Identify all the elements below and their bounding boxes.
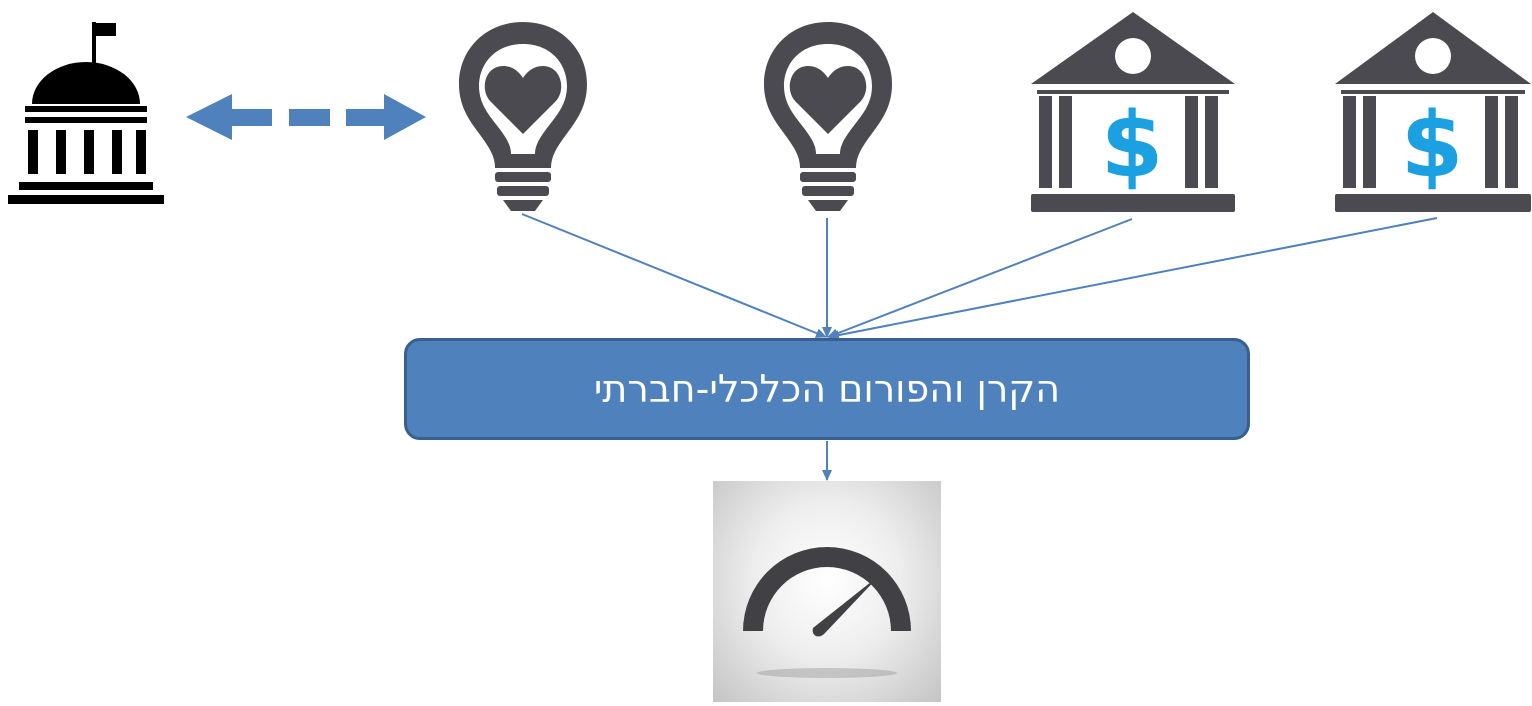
bank-dollar-icon: $ [1333,8,1532,218]
speedometer-gauge-icon [743,547,911,678]
svg-text:$: $ [1101,93,1164,198]
edge-bank2-to-central [828,217,1438,340]
output-node [713,481,941,702]
svg-text:$: $ [1401,93,1464,198]
central-node-label: הקרן והפורום הכלכלי-חברתי [593,367,1061,411]
dashed-double-arrow [186,94,426,140]
lightbulb-heart-icon [760,16,896,212]
edge-idea1-to-central [521,213,827,338]
central-node: הקרן והפורום הכלכלי-חברתי [404,338,1250,440]
bank-dollar-icon: $ [1029,8,1237,218]
edge-bank1-to-central [827,218,1133,339]
lightbulb-heart-icon [455,16,591,212]
government-capitol-icon [8,20,164,206]
